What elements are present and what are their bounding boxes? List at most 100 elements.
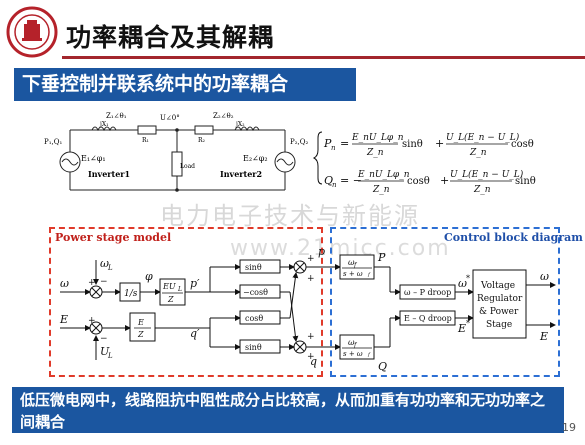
conclusion-note: 低压微电网中，线路阻抗中阻性成分占比较高，从而加重有功功率和无功功率之间耦合 bbox=[12, 387, 564, 433]
eq-p-frac2-num: U_L(E_n − U_L) bbox=[446, 132, 520, 143]
z1-label: Z₁∠θ₁ bbox=[106, 112, 127, 120]
eq-q-trig2: sinθ bbox=[515, 176, 536, 187]
ps-plus-6: + bbox=[307, 352, 315, 362]
z2-label: Z₂∠θ₂ bbox=[213, 112, 234, 120]
ps-phi-label: φ bbox=[145, 270, 153, 283]
cb-filter1-den: s + ω bbox=[343, 270, 363, 278]
ps-plus-1: + bbox=[88, 278, 96, 288]
eq-q-sub: n bbox=[332, 181, 337, 189]
ps-gain-top-den: Z bbox=[167, 295, 174, 304]
ps-plus-3: + bbox=[307, 254, 315, 264]
cb-vr-line1: Voltage bbox=[480, 281, 515, 291]
ps-ul-label: U bbox=[100, 345, 110, 358]
eq-q-frac2-num: U_L(E_n − U_L) bbox=[450, 169, 524, 180]
ps-gain-top-sub: L bbox=[177, 286, 182, 293]
eq-p-frac1-num: E_nU_Lφ_n bbox=[351, 133, 404, 143]
ps-q-prime-label: q′ bbox=[190, 327, 200, 340]
load-label: Load bbox=[180, 163, 195, 170]
jx1-label: jX₁ bbox=[99, 121, 109, 128]
cb-e-star-label: E bbox=[457, 322, 466, 335]
ps-p-prime-label: p′ bbox=[190, 277, 200, 290]
cb-vr-line3: & Power bbox=[479, 307, 519, 317]
cb-filter2-den-sub: f bbox=[367, 352, 371, 358]
eq-p-trig2: cosθ bbox=[511, 139, 534, 150]
ps-omega-l-sub: L bbox=[107, 264, 113, 272]
cb-filter2-den: s + ω bbox=[343, 350, 363, 358]
section-banner: 下垂控制并联系统中的功率耦合 bbox=[14, 68, 356, 101]
eq-p-sub: n bbox=[331, 144, 336, 152]
ps-omega-l-label: ω bbox=[100, 257, 109, 270]
eq-q-frac1-num: E_nU_Lφ_n bbox=[357, 170, 410, 180]
cb-filter1-num: ω bbox=[348, 258, 355, 267]
ps-p-out-label: p bbox=[318, 245, 325, 258]
ps-sin2-label: sinθ bbox=[245, 343, 262, 352]
ps-minus-1: − bbox=[100, 277, 108, 287]
jx2-label: jX₂ bbox=[235, 121, 245, 128]
r2-label: R₂ bbox=[198, 137, 206, 144]
ps-cos2-label: cosθ bbox=[245, 314, 263, 323]
university-logo bbox=[6, 6, 58, 58]
ps-gain-bot-num: E bbox=[137, 318, 144, 327]
cb-q-droop-label: E – Q droop bbox=[404, 314, 452, 323]
e2-label: E₂∠φ₂ bbox=[243, 154, 268, 163]
ps-plus-2: + bbox=[88, 316, 96, 326]
ps-integrator-label: 1/s bbox=[124, 289, 138, 299]
cb-vr-line4: Stage bbox=[486, 320, 512, 330]
cb-e-star-mark: * bbox=[466, 319, 470, 328]
cb-p-droop-label: ω – P droop bbox=[404, 288, 451, 297]
ps-plus-5: + bbox=[307, 332, 315, 342]
eq-q-lhs: Q bbox=[324, 174, 333, 187]
page-title: 功率耦合及其解耦 bbox=[66, 23, 275, 52]
eq-q-trig1: cosθ bbox=[407, 176, 430, 187]
control-block-label: Control block diagram bbox=[444, 231, 583, 244]
inverter2-label: Inverter2 bbox=[220, 169, 262, 179]
cb-filter2-num: ω bbox=[348, 338, 355, 347]
ps-plus-4: + bbox=[307, 274, 315, 284]
eq-p-trig1: sinθ bbox=[402, 139, 423, 150]
u-label: U∠0° bbox=[160, 114, 180, 122]
eq-p-frac2-den: Z_n bbox=[469, 148, 487, 158]
svg-text:+: + bbox=[435, 137, 444, 150]
ps-cos1-label: −cosθ bbox=[243, 288, 268, 297]
power-equations: P n = E_nU_Lφ_n Z_n sinθ + U_L(E_n − U_L… bbox=[312, 131, 536, 195]
cb-filter1-sub: f bbox=[353, 262, 358, 269]
e1-label: E₁∠φ₁ bbox=[81, 154, 106, 163]
cb-omega-out-label: ω bbox=[540, 270, 549, 283]
r1-label: R₁ bbox=[142, 137, 149, 144]
cb-filter1-den-sub: f bbox=[367, 272, 371, 278]
svg-text:=: = bbox=[340, 137, 349, 150]
eq-q-frac2-den: Z_n bbox=[473, 185, 491, 195]
cb-e-out-label: E bbox=[539, 330, 548, 343]
ps-gain-top-num: EU bbox=[162, 282, 176, 291]
cb-omega-star-mark: * bbox=[466, 274, 470, 283]
power-stage-frame bbox=[49, 227, 323, 377]
ps-gain-bot-den: Z bbox=[137, 330, 144, 339]
p2q2-label: P₂,Q₂ bbox=[290, 138, 308, 146]
block-diagram: ω ω L + − 1/s φ EU L Z p′ E + − U L E Z … bbox=[59, 245, 556, 373]
eq-q-frac1-den: Z_n bbox=[372, 185, 390, 195]
watermark-url: www.21micc.com bbox=[230, 236, 451, 261]
ps-ul-sub: L bbox=[107, 352, 113, 360]
cb-omega-star-label: ω bbox=[458, 277, 467, 290]
eq-p-lhs: P bbox=[323, 137, 332, 150]
svg-text:= −: = − bbox=[340, 174, 362, 187]
ps-minus-2: − bbox=[100, 334, 108, 344]
p1q1-label: P₁,Q₁ bbox=[44, 138, 62, 146]
svg-text:+: + bbox=[440, 174, 449, 187]
page-number: 19 bbox=[562, 421, 576, 434]
ps-e-label: E bbox=[59, 313, 68, 326]
watermark-text: 电力电子技术与新能源 bbox=[160, 202, 420, 230]
eq-p-frac1-den: Z_n bbox=[366, 148, 384, 158]
cb-filter2-sub: f bbox=[353, 342, 358, 349]
ps-sin1-label: sinθ bbox=[245, 263, 262, 272]
power-stage-label: Power stage model bbox=[55, 231, 172, 244]
cb-q-label: Q bbox=[378, 360, 387, 373]
title-underline bbox=[62, 56, 585, 59]
inverter1-label: Inverter1 bbox=[88, 169, 130, 179]
ps-omega-label: ω bbox=[60, 277, 69, 290]
ps-q-out-label: q bbox=[310, 355, 317, 368]
cb-p-label: P bbox=[377, 251, 386, 264]
control-block-frame bbox=[330, 227, 560, 377]
circuit-diagram: P₁,Q₁ E₁∠φ₁ Z₁∠θ₁ jX₁ R₁ U∠0° Load R₂ Z₂… bbox=[44, 112, 308, 192]
cb-vr-line2: Regulator bbox=[477, 294, 523, 304]
